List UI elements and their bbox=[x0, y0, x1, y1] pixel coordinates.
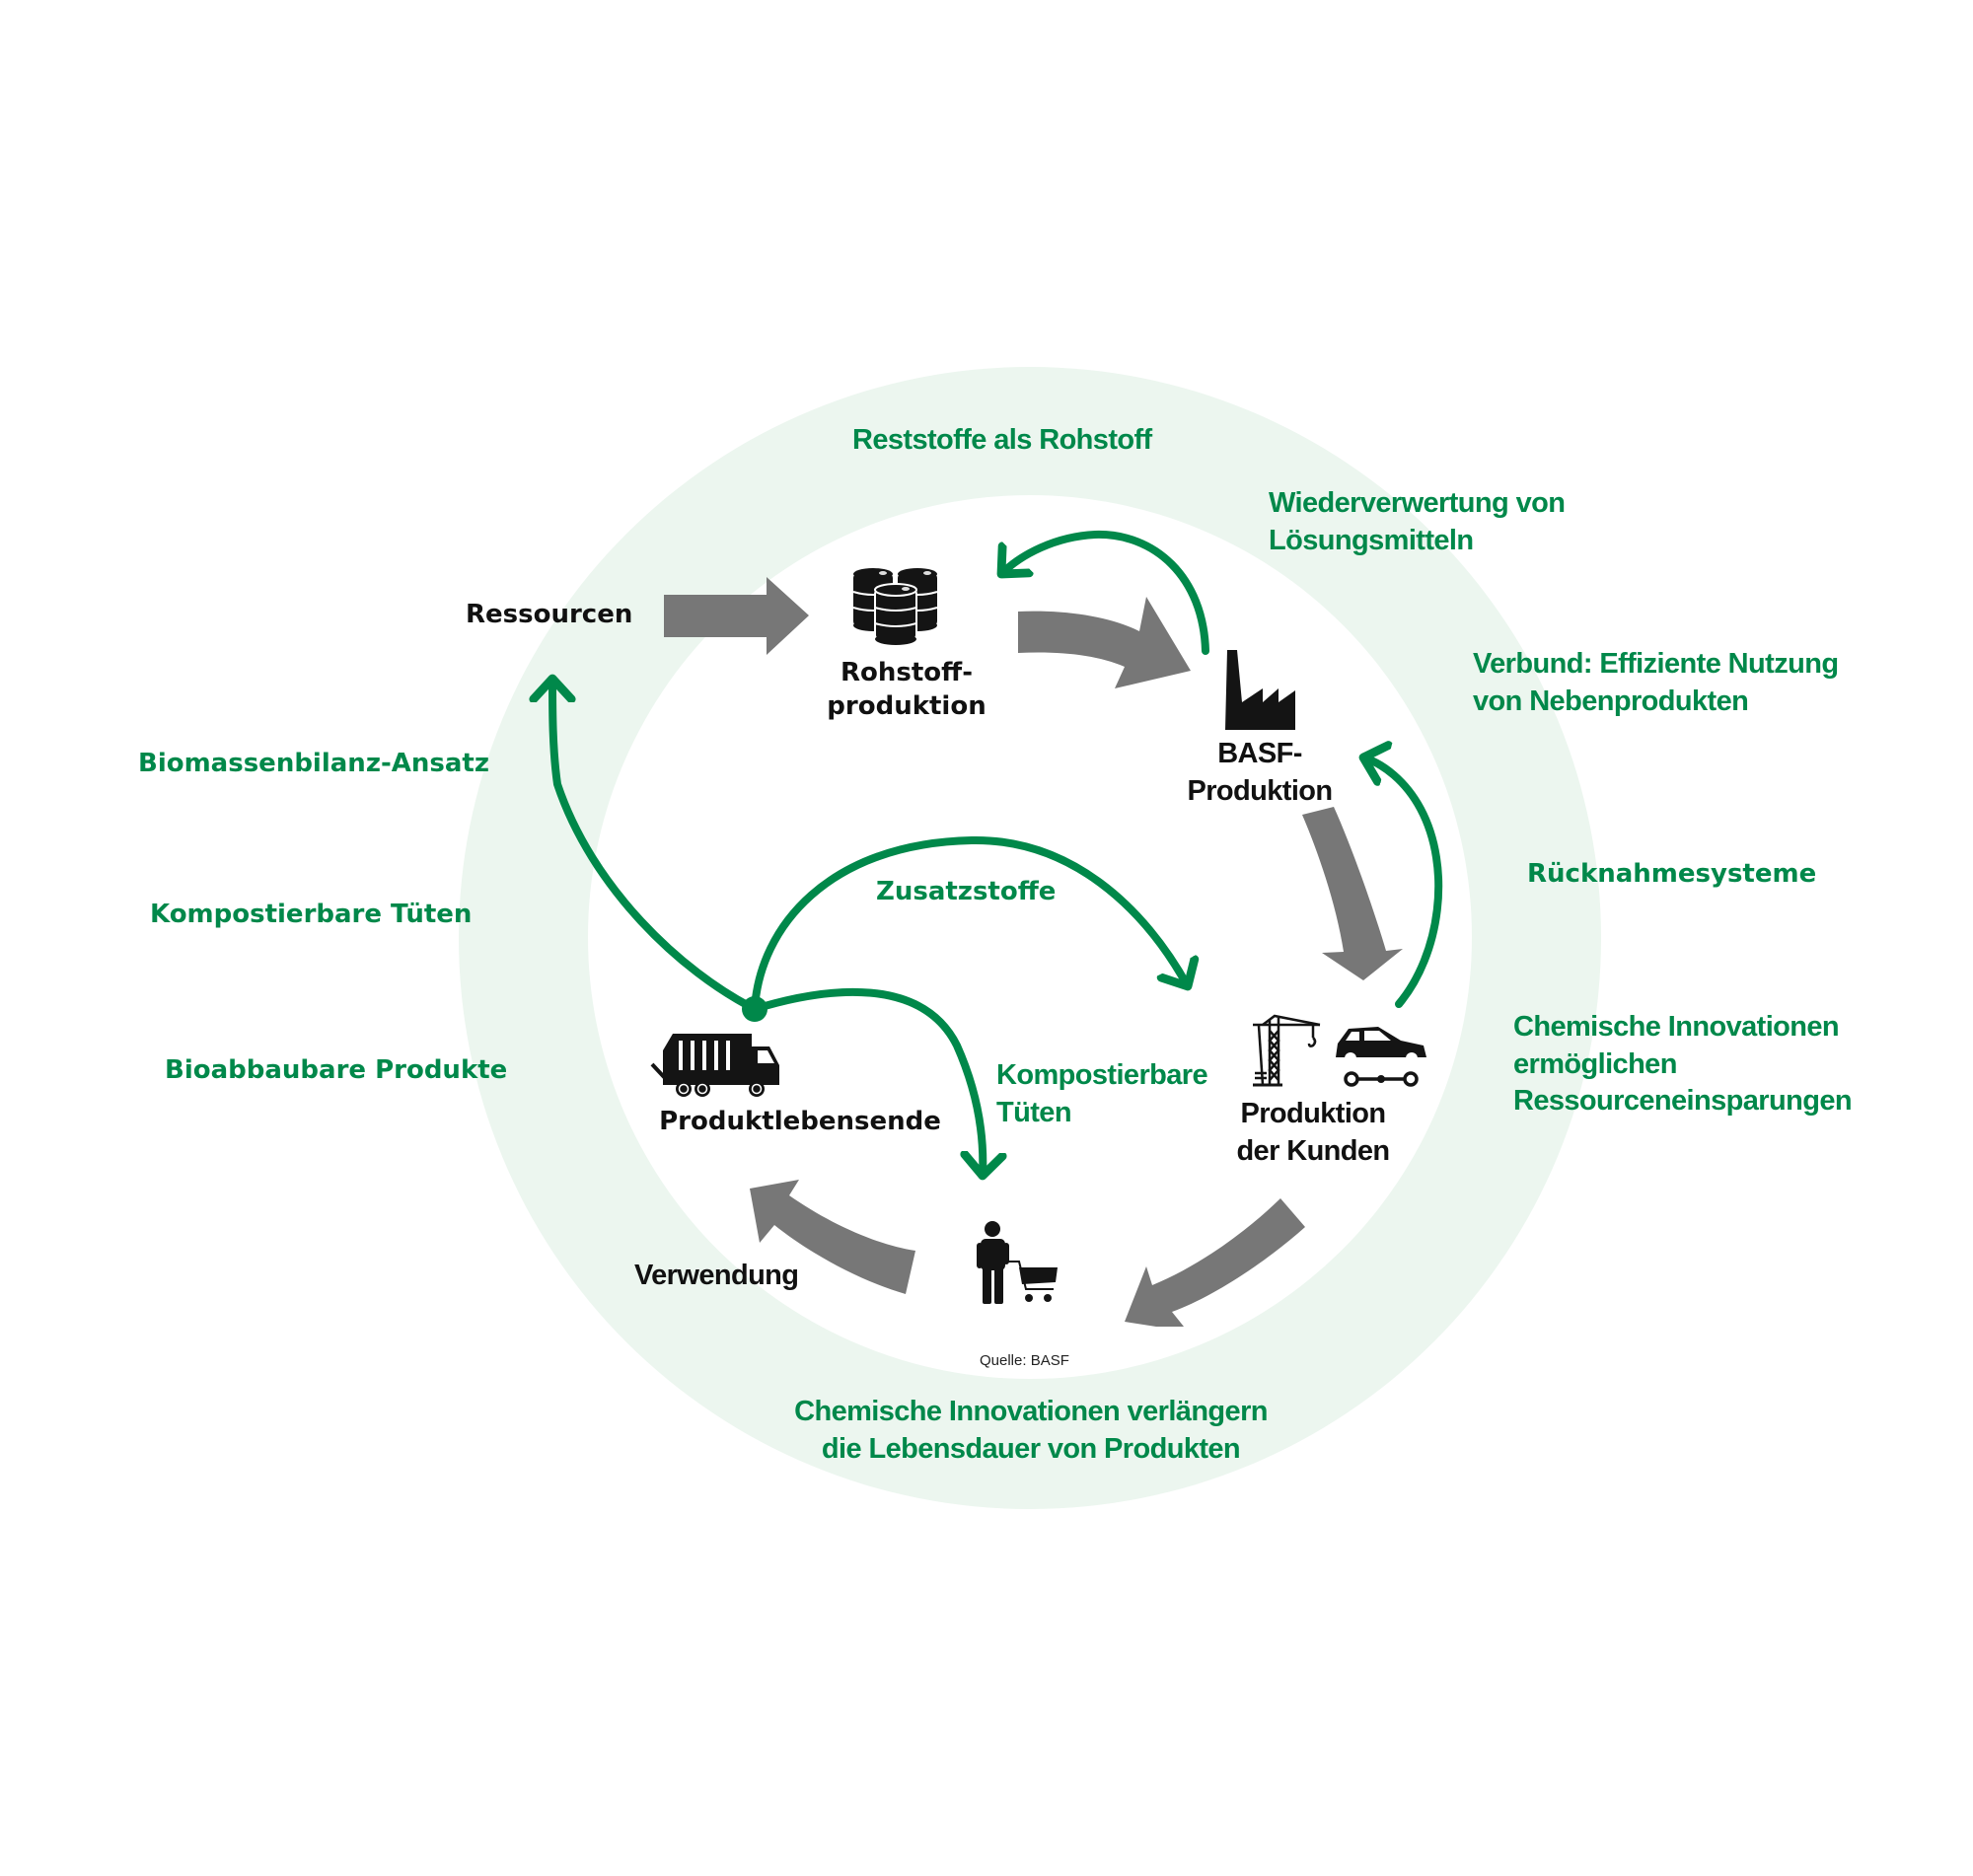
label-line: Lösungsmitteln bbox=[1269, 524, 1474, 556]
source-note: Quelle: BASF bbox=[980, 1352, 1069, 1369]
node-end-of-life: Produktlebensende bbox=[659, 1107, 941, 1136]
label-resource-savings: Chemische Innovationen ermöglichen Resso… bbox=[1513, 1009, 1853, 1120]
label-line: Wiederverwertung von bbox=[1269, 487, 1566, 519]
label-biomass-balance: Biomassenbilanz-Ansatz bbox=[138, 749, 489, 778]
label-line: Rohstoff- bbox=[840, 658, 974, 687]
arrow-raw-to-basf bbox=[1018, 597, 1191, 688]
label-line: von Nebenprodukten bbox=[1473, 685, 1749, 717]
factory-icon bbox=[1225, 650, 1295, 730]
label-line: ermöglichen bbox=[1513, 1047, 1677, 1080]
arrow-basf-to-customer bbox=[1302, 807, 1403, 980]
garbage-truck-icon bbox=[650, 1034, 779, 1097]
label-line: Verbund: Effiziente Nutzung bbox=[1473, 648, 1839, 680]
arrow-customer-to-use bbox=[1125, 1198, 1305, 1327]
label-line: BASF- bbox=[1217, 738, 1302, 769]
loop-solvent-recycling bbox=[1001, 530, 1209, 655]
label-line: Produktion bbox=[1240, 1098, 1386, 1129]
loop-additives bbox=[751, 835, 1188, 1013]
label-biodegradable-products: Bioabbaubare Produkte bbox=[165, 1055, 508, 1085]
label-line: Tüten bbox=[996, 1096, 1072, 1128]
label-verbund: Verbund: Effiziente Nutzung von Nebenpro… bbox=[1473, 646, 1839, 720]
label-line: Kompostierbare bbox=[996, 1059, 1208, 1091]
arrow-resources-to-raw bbox=[664, 577, 809, 655]
label-compostable-bags-outer: Kompostierbare Tüten bbox=[150, 900, 473, 929]
label-line: die Lebensdauer von Produkten bbox=[821, 1432, 1241, 1465]
label-line: Chemische Innovationen verlängern bbox=[794, 1396, 1268, 1427]
label-compostable-bags-inner: Kompostierbare Tüten bbox=[996, 1057, 1208, 1131]
label-line: Chemische Innovationen bbox=[1513, 1011, 1840, 1043]
label-reststoffe: Reststoffe als Rohstoff bbox=[852, 424, 1152, 456]
label-additives: Zusatzstoffe bbox=[876, 877, 1057, 906]
loop-biomass-to-resources bbox=[552, 679, 759, 1013]
label-line: der Kunden bbox=[1236, 1134, 1390, 1167]
node-use: Verwendung bbox=[634, 1260, 799, 1291]
label-longer-lifetime: Chemische Innovationen verlängern die Le… bbox=[794, 1394, 1268, 1468]
car-icon bbox=[1336, 1027, 1426, 1087]
label-solvent-recycling: Wiederverwertung von Lösungsmitteln bbox=[1269, 485, 1566, 559]
node-resources: Ressourcen bbox=[466, 600, 633, 629]
green-loop-arrows bbox=[552, 530, 1443, 1176]
label-line: Produktion bbox=[1187, 774, 1333, 807]
node-raw-material-production: Rohstoff- produktion bbox=[827, 657, 986, 724]
node-customer-production: Produktion der Kunden bbox=[1236, 1096, 1390, 1170]
loop-take-back bbox=[1363, 758, 1443, 1008]
crane-icon bbox=[1253, 1014, 1321, 1087]
shopper-cart-icon bbox=[977, 1221, 1058, 1304]
label-line: Ressourceneinsparungen bbox=[1513, 1085, 1853, 1118]
arrow-use-to-endoflife bbox=[750, 1180, 915, 1294]
node-basf-production: BASF- Produktion bbox=[1187, 736, 1333, 810]
gray-flow-arrows bbox=[664, 577, 1403, 1327]
oil-barrels-icon bbox=[852, 568, 938, 645]
label-take-back-systems: Rücknahmesysteme bbox=[1527, 859, 1817, 889]
loop-compostable-bags bbox=[751, 987, 983, 1176]
junction-dot bbox=[742, 996, 767, 1022]
label-line: produktion bbox=[827, 690, 986, 721]
